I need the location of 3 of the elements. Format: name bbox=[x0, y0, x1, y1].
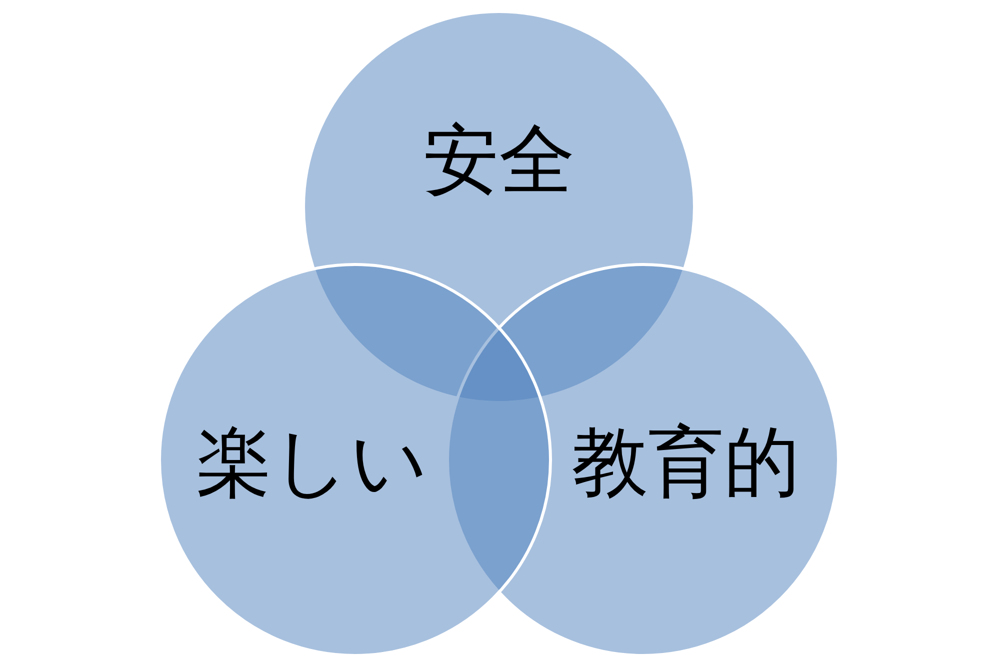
circle-label: 安全 bbox=[423, 122, 575, 198]
circle-label: 教育的 bbox=[572, 424, 800, 500]
circle-label: 楽しい bbox=[196, 424, 428, 500]
